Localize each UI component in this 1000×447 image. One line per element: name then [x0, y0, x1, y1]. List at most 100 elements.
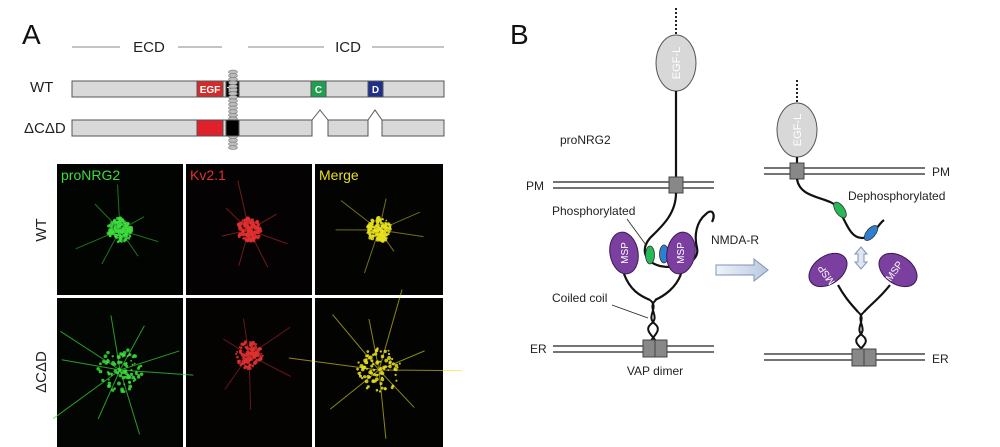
punctum: [380, 386, 384, 390]
punctum: [126, 348, 130, 352]
dcdd-bar-3: [381, 119, 445, 137]
punctum: [118, 223, 121, 226]
punctum: [130, 369, 133, 372]
punctum: [240, 220, 244, 224]
dendrite: [248, 326, 291, 356]
punctum: [368, 355, 373, 360]
helix-turn: [228, 102, 238, 107]
punctum: [117, 381, 121, 386]
punctum: [375, 347, 379, 351]
punctum: [242, 342, 246, 346]
row-label-dcdd: ΔCΔD: [33, 351, 50, 393]
punctum: [96, 367, 100, 371]
c-box-label: C: [315, 85, 322, 96]
micrograph-grid: proNRG2 Kv2.1 Merge: [52, 164, 462, 447]
neuron-cell: [52, 315, 194, 435]
punctum: [122, 350, 127, 355]
punctum: [239, 351, 243, 355]
punctum: [248, 234, 252, 238]
deletion-c-gap: [311, 109, 329, 121]
punctum: [372, 368, 376, 372]
punctum: [113, 387, 117, 390]
punctum: [113, 369, 118, 373]
row-label-wt: WT: [33, 218, 50, 241]
punctum: [108, 231, 111, 234]
phosphorylated-label: Phosphorylated: [552, 204, 635, 218]
punctum: [235, 352, 238, 355]
punctum: [376, 373, 379, 376]
punctum: [379, 219, 382, 222]
right-er-label: ER: [932, 352, 949, 366]
punctum: [258, 357, 263, 361]
neuron-cell: [223, 318, 291, 410]
punctum: [252, 348, 256, 352]
punctum: [119, 222, 123, 226]
punctum: [377, 229, 380, 232]
punctum: [241, 359, 246, 364]
dcdd-tm-box: [225, 119, 240, 137]
punctum: [124, 371, 128, 375]
punctum: [370, 359, 374, 363]
punctum: [398, 362, 401, 365]
panel-b-label: B: [510, 19, 529, 50]
membrane-helix: [228, 69, 238, 150]
panel-a-label: A: [22, 19, 41, 50]
punctum: [383, 349, 387, 354]
image-dcdd-kv21: [186, 298, 312, 447]
punctum: [387, 352, 391, 356]
punctum: [368, 370, 372, 375]
punctum: [241, 219, 244, 222]
punctum: [242, 229, 246, 233]
punctum: [391, 384, 395, 388]
punctum: [252, 221, 256, 224]
punctum: [381, 218, 384, 221]
punctum: [381, 222, 385, 226]
dendrite: [60, 330, 121, 371]
punctum: [369, 227, 373, 231]
punctum: [133, 354, 138, 358]
separation-arrow: [853, 246, 869, 270]
column-label-kv21: Kv2.1: [190, 167, 226, 183]
punctum: [384, 365, 388, 369]
punctum: [380, 354, 385, 359]
punctum: [110, 372, 113, 375]
punctum: [363, 375, 367, 379]
right-vap-block-1: [851, 348, 865, 367]
punctum: [113, 225, 116, 228]
dendrite: [378, 369, 387, 439]
punctum: [124, 224, 128, 228]
punctum: [383, 223, 388, 228]
punctum: [107, 381, 112, 385]
punctum: [384, 387, 387, 390]
punctum: [383, 228, 387, 233]
punctum: [394, 373, 397, 377]
punctum: [363, 358, 367, 363]
punctum: [111, 361, 116, 366]
right-pm-label: PM: [932, 165, 950, 179]
punctum: [125, 231, 128, 234]
punctum: [237, 233, 241, 237]
punctum: [116, 371, 119, 375]
punctum: [244, 364, 247, 368]
punctum: [108, 234, 112, 238]
right-msp-right: [878, 252, 918, 288]
left-msp-right: [666, 231, 696, 275]
punctum: [121, 375, 126, 380]
dendrite: [378, 369, 415, 408]
punctum: [118, 216, 123, 221]
punctum: [119, 235, 122, 238]
helix-turn: [228, 109, 238, 114]
punctum: [372, 231, 375, 235]
punctum: [259, 347, 263, 351]
construct-dcdd-label: ΔCΔD: [24, 120, 66, 137]
punctum: [391, 362, 395, 366]
transition-arrow: [715, 257, 769, 283]
punctum: [236, 222, 241, 227]
left-vap-arm-right: [654, 273, 683, 302]
punctum: [240, 342, 244, 346]
punctum: [366, 385, 370, 389]
punctum: [380, 376, 384, 379]
punctum: [385, 219, 388, 222]
punctum: [128, 234, 132, 238]
punctum: [125, 235, 128, 238]
